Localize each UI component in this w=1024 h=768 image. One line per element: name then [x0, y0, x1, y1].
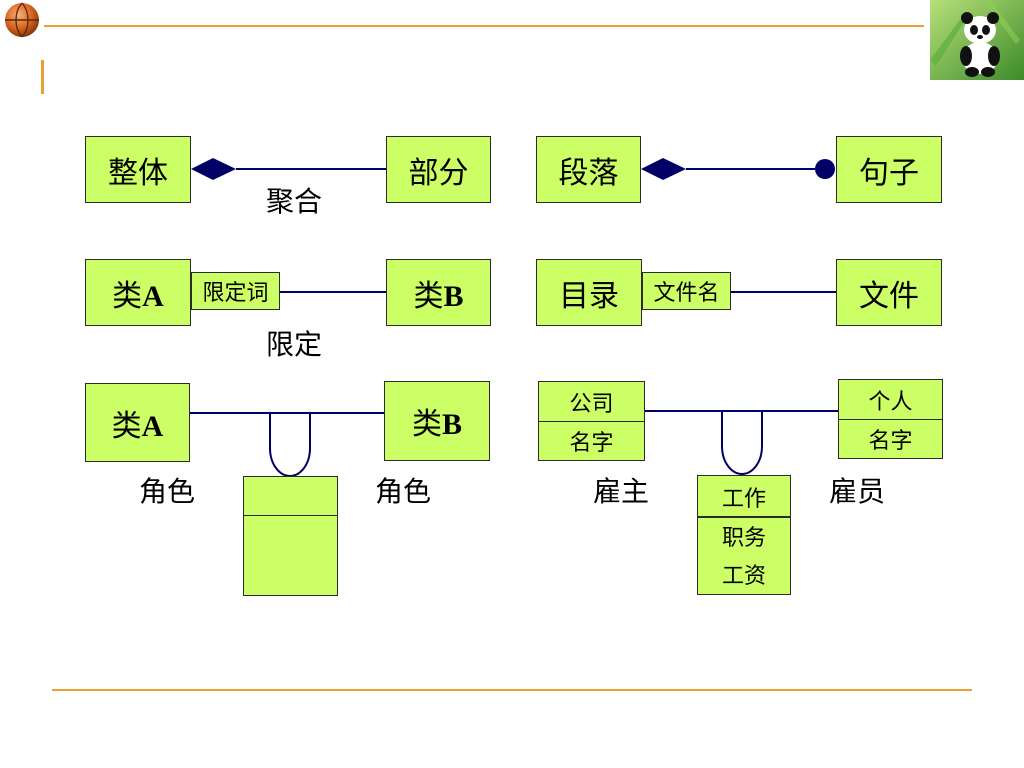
person-name-cell: 个人: [868, 389, 913, 415]
empty-association-class: [243, 476, 338, 596]
aggregation-diamond: [191, 158, 236, 180]
role-b-label: 角色: [375, 475, 432, 508]
filename-qualifier-box: 文件名: [642, 272, 731, 310]
file-class-box: 文件: [836, 259, 942, 326]
file-label: 文件: [859, 278, 919, 314]
job-name-cell: 工作: [698, 478, 790, 517]
role-class-a-box: 类A: [85, 383, 190, 462]
person-attr-cell: 名字: [839, 419, 942, 458]
qualifier-box: 限定词: [191, 272, 280, 310]
job-attr-salary: 工资: [721, 563, 766, 589]
directory-label: 目录: [559, 278, 619, 314]
company-class-box: 公司 名字: [538, 381, 645, 461]
part-label: 部分: [408, 155, 469, 191]
job-association-class: 工作 职务 工资: [697, 475, 791, 595]
qualification-caption: 限定: [266, 328, 323, 361]
class-a-box: 类A: [85, 259, 191, 326]
sentence-class-box: 句子: [836, 136, 942, 203]
role-class-b-box: 类B: [384, 381, 490, 461]
whole-class-box: 整体: [85, 136, 191, 203]
panda-logo: [930, 0, 1024, 80]
paragraph-label: 段落: [558, 155, 619, 191]
association-class-name-compartment: [244, 477, 337, 516]
class-b-label: 类B: [413, 278, 464, 314]
aggregation-caption: 聚合: [266, 185, 323, 218]
association-class-connector: [269, 413, 311, 478]
paragraph-class-box: 段落: [536, 136, 641, 203]
class-a-label: 类A: [112, 278, 164, 314]
employee-role-label: 雇员: [829, 475, 886, 508]
basketball-icon: [5, 2, 39, 38]
class-b-box: 类B: [386, 259, 491, 326]
role-class-b-label: 类B: [411, 407, 462, 442]
role-class-a-label: 类A: [111, 408, 164, 444]
filename-label: 文件名: [653, 281, 720, 306]
job-class-connector: [721, 411, 763, 476]
header-accent-bar: [41, 60, 44, 94]
qualifier-label: 限定词: [202, 281, 269, 306]
header-rule: [44, 25, 924, 27]
part-class-box: 部分: [386, 136, 491, 203]
association-class-attr-compartment: [244, 516, 337, 595]
job-attr-position: 职务: [698, 516, 790, 555]
paragraph-diamond: [641, 158, 686, 180]
sentence-label: 句子: [859, 155, 919, 191]
footer-rule: [52, 689, 972, 691]
person-class-box: 个人 名字: [838, 379, 943, 459]
company-attr-cell: 名字: [539, 421, 644, 460]
directory-class-box: 目录: [536, 259, 642, 326]
employer-role-label: 雇主: [593, 475, 650, 508]
company-name-cell: 公司: [569, 391, 614, 417]
whole-label: 整体: [108, 155, 168, 191]
role-a-label: 角色: [139, 475, 196, 508]
sentence-end-dot: [815, 159, 835, 179]
